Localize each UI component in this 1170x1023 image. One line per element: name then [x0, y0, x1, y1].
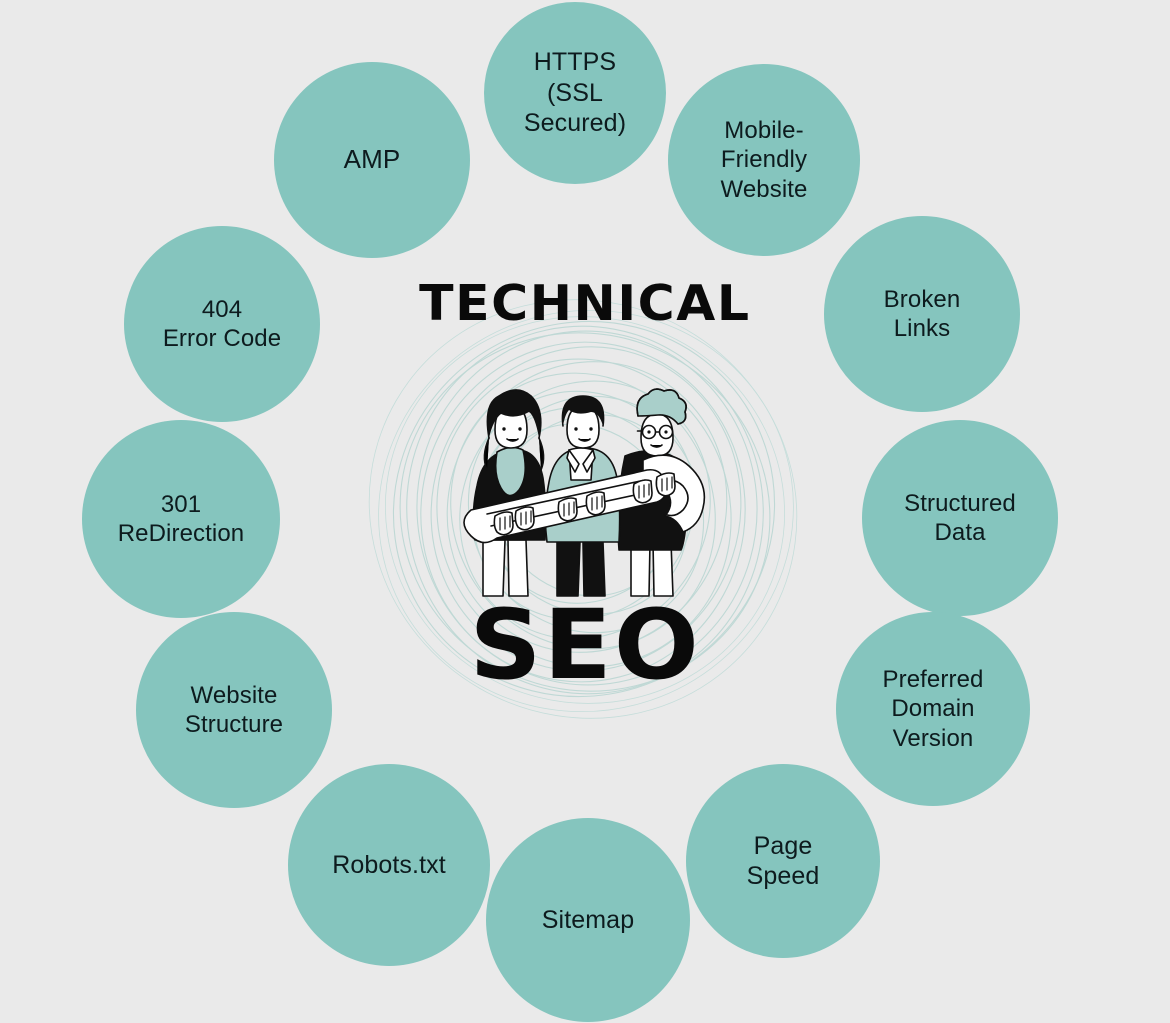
center-content: TECHNICAL [370, 277, 800, 747]
node-label: Page Speed [746, 831, 820, 891]
node-label: Mobile- Friendly Website [720, 117, 808, 203]
node-mobile-friendly-website[interactable]: Mobile- Friendly Website [668, 64, 860, 256]
node-label: Robots.txt [332, 850, 446, 879]
node-robots-txt[interactable]: Robots.txt [288, 764, 490, 966]
node-page-speed[interactable]: Page Speed [686, 764, 880, 958]
node-label: Sitemap [541, 905, 635, 934]
node-sitemap[interactable]: Sitemap [486, 818, 690, 1022]
node-website-structure[interactable]: Website Structure [136, 612, 332, 808]
node-404-error-code[interactable]: 404 Error Code [124, 226, 320, 422]
node-301-redirection[interactable]: 301 ReDirection [82, 420, 280, 618]
page-title-technical: TECHNICAL [419, 274, 751, 332]
node-label: Broken Links [883, 285, 961, 342]
node-label: Preferred Domain Version [882, 666, 984, 752]
node-amp[interactable]: AMP [274, 62, 470, 258]
node-label: 404 Error Code [162, 295, 282, 352]
node-preferred-domain-version[interactable]: Preferred Domain Version [836, 612, 1030, 806]
node-label: AMP [343, 144, 401, 175]
node-label: HTTPS (SSL Secured) [523, 48, 627, 138]
node-structured-data[interactable]: Structured Data [862, 420, 1058, 616]
page-title-seo: SEO [469, 588, 701, 701]
node-https-ssl-secured[interactable]: HTTPS (SSL Secured) [484, 2, 666, 184]
node-label: 301 ReDirection [117, 490, 245, 547]
node-label: Website Structure [184, 681, 284, 738]
node-label: Structured Data [904, 489, 1016, 546]
node-broken-links[interactable]: Broken Links [824, 216, 1020, 412]
three-people-holding-wrench-illustration [435, 334, 735, 604]
